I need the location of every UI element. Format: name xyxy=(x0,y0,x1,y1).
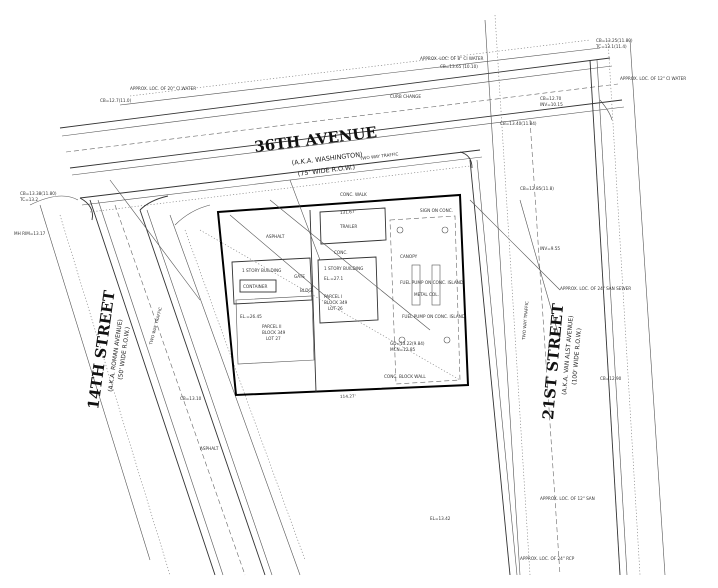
parcel-ii-block: BLOCK 349 xyxy=(262,330,286,335)
svg-text:CB=13.65 (10.10): CB=13.65 (10.10) xyxy=(440,64,478,69)
svg-text:CB=13.10: CB=13.10 xyxy=(180,396,202,401)
building-ii-label: 1 STORY BUILDING xyxy=(242,268,281,273)
svg-text:TC=13.2: TC=13.2 xyxy=(19,197,38,202)
svg-text:MCN=12.85: MCN=12.85 xyxy=(390,347,416,352)
svg-text:APPROX. LOC. OF 24" SAN SEWER: APPROX. LOC. OF 24" SAN SEWER xyxy=(560,286,631,291)
svg-text:MH RIM=13.17: MH RIM=13.17 xyxy=(14,231,46,236)
building-ii-elevation: EL.=26.45 xyxy=(240,314,262,319)
container-label: CONTAINER xyxy=(243,284,267,289)
21st-street-roadway xyxy=(469,14,666,576)
canopy-label: CANOPY xyxy=(400,254,418,259)
parcel-i-name: PARCEL I xyxy=(324,294,342,299)
fuel-pump-1-label: FUEL PUMP ON CONC. ISLAND xyxy=(400,280,463,285)
svg-text:APPROX. LOC. OF 8" CI WATER: APPROX. LOC. OF 8" CI WATER xyxy=(420,56,484,61)
conc-label: CONC. xyxy=(334,250,348,255)
two-way-traffic-right: TWO WAY TRAFFIC xyxy=(521,301,529,341)
gate-label: GATE xyxy=(294,274,305,279)
svg-text:APPROX. LOC. OF 24" RCP: APPROX. LOC. OF 24" RCP xyxy=(520,556,575,561)
bldg-label: BLDG. xyxy=(300,288,313,293)
building-i-elevation: EL.=27.1 xyxy=(324,276,343,281)
svg-text:INV=9.55: INV=9.55 xyxy=(540,246,560,251)
36th-avenue-roadway xyxy=(59,39,625,213)
svg-text:CB=13.25(11.80): CB=13.25(11.80) xyxy=(596,38,633,43)
svg-text:CB=12.7(11.0): CB=12.7(11.0) xyxy=(100,98,132,103)
dimension-bottom: 114.27' xyxy=(340,393,356,399)
svg-text:CB=13.40(11.84): CB=13.40(11.84) xyxy=(500,121,537,126)
trailer-label: TRAILER xyxy=(339,224,357,229)
14th-street-roadway xyxy=(39,199,306,576)
curb-change-label: CURB CHANGE xyxy=(390,94,421,99)
building-parcel-i xyxy=(317,256,379,324)
21st-street-width: (100' WIDE R.O.W.) xyxy=(571,328,583,386)
svg-text:INV=10.15: INV=10.15 xyxy=(540,102,563,107)
two-way-traffic-top: TWO WAY TRAFFIC xyxy=(359,151,399,161)
two-way-traffic-left: TWO WAY TRAFFIC xyxy=(148,306,163,346)
asphalt-label: ASPHALT xyxy=(266,234,285,239)
svg-text:APPROX. LOC. OF 12" SAN: APPROX. LOC. OF 12" SAN xyxy=(540,496,595,501)
parcel-i-lot: LOT 26 xyxy=(328,306,343,311)
dimension-top: 131.67' xyxy=(340,209,356,215)
parcel-ii-name: PARCEL II xyxy=(262,324,282,329)
tie-lines xyxy=(109,179,561,381)
parcel-i-block: BLOCK 349 xyxy=(324,300,348,305)
property-boundary xyxy=(216,193,470,397)
fuel-pump-2-label: FUEL PUMP ON CONC. ISLAND xyxy=(402,314,465,319)
svg-text:TC=13.1(11.4): TC=13.1(11.4) xyxy=(595,44,627,49)
svg-text:CB=12.70: CB=12.70 xyxy=(540,96,562,101)
building-i-label: 1 STORY BUILDING xyxy=(324,266,363,271)
parcel-ii-lot: LOT 27 xyxy=(266,336,281,341)
svg-text:APPROX. LOC. OF 20" CI WATER: APPROX. LOC. OF 20" CI WATER xyxy=(130,86,196,91)
canopy-area xyxy=(389,215,461,385)
svg-text:CB=12.85(11.8): CB=12.85(11.8) xyxy=(520,186,554,191)
container xyxy=(239,279,277,293)
svg-text:CB=13.38(11.80): CB=13.38(11.80) xyxy=(20,191,57,196)
conc-walk-label: CONC. WALK xyxy=(340,192,367,197)
parcel-division-line xyxy=(309,209,317,393)
svg-text:CB=12.90: CB=12.90 xyxy=(600,376,622,381)
metal-col-label: METAL COL. xyxy=(414,292,439,297)
sign-label: SIGN ON CONC. xyxy=(420,208,453,213)
svg-text:EL=13.42: EL=13.42 xyxy=(430,516,451,521)
curb-corners xyxy=(29,99,613,226)
trailer xyxy=(319,207,387,245)
conc-block-wall-label: CONC. BLOCK WALL xyxy=(384,374,426,379)
elevation-callouts: APPROX. LOC. OF 8" CI WATER CB=13.65 (10… xyxy=(14,38,686,561)
svg-text:APPROX. LOC. OF 12" CI WATER: APPROX. LOC. OF 12" CI WATER xyxy=(620,76,686,81)
svg-text:ASPHALT: ASPHALT xyxy=(200,446,219,451)
building-parcel-ii xyxy=(231,257,315,365)
svg-text:GD=13.22(9.84): GD=13.22(9.84) xyxy=(390,341,425,346)
